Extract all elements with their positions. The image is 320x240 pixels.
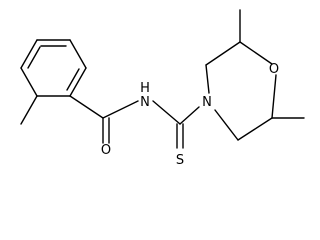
aryl-carbonyl-bond bbox=[69, 95, 104, 119]
atom-label-amide-oxygen: O bbox=[101, 143, 111, 158]
benzene-bond-3 bbox=[69, 67, 87, 97]
benzene-bond-6 bbox=[20, 39, 38, 69]
morpholine-bond-right-lower bbox=[237, 117, 273, 141]
morpholine-bond-o-right bbox=[271, 74, 277, 119]
bond-layer bbox=[20, 9, 305, 149]
atom-label-thione-sulfur: S bbox=[176, 153, 184, 168]
benzene-bond-2 bbox=[69, 39, 87, 69]
thiocarbonyl-ring-nitrogen-bond bbox=[179, 106, 200, 125]
benzene-bond-5 bbox=[20, 67, 38, 97]
morpholine-bond-n-upper-left bbox=[205, 64, 210, 94]
benzene-double-bond-right bbox=[66, 68, 80, 91]
nitrogen-thiocarbonyl-bond bbox=[152, 100, 181, 125]
aryl-methyl-bond bbox=[20, 95, 38, 125]
benzene-double-bond-left bbox=[27, 46, 41, 69]
atom-label-ring-oxygen: O bbox=[269, 62, 279, 77]
morpholine-bond-top-o bbox=[239, 41, 273, 65]
carbonyl-nitrogen-bond bbox=[102, 100, 139, 119]
morpholine-bond-upper-left-top bbox=[205, 41, 241, 66]
atom-label-ring-nitrogen: N bbox=[202, 95, 212, 110]
morpholine-bond-lower-n bbox=[214, 109, 239, 141]
